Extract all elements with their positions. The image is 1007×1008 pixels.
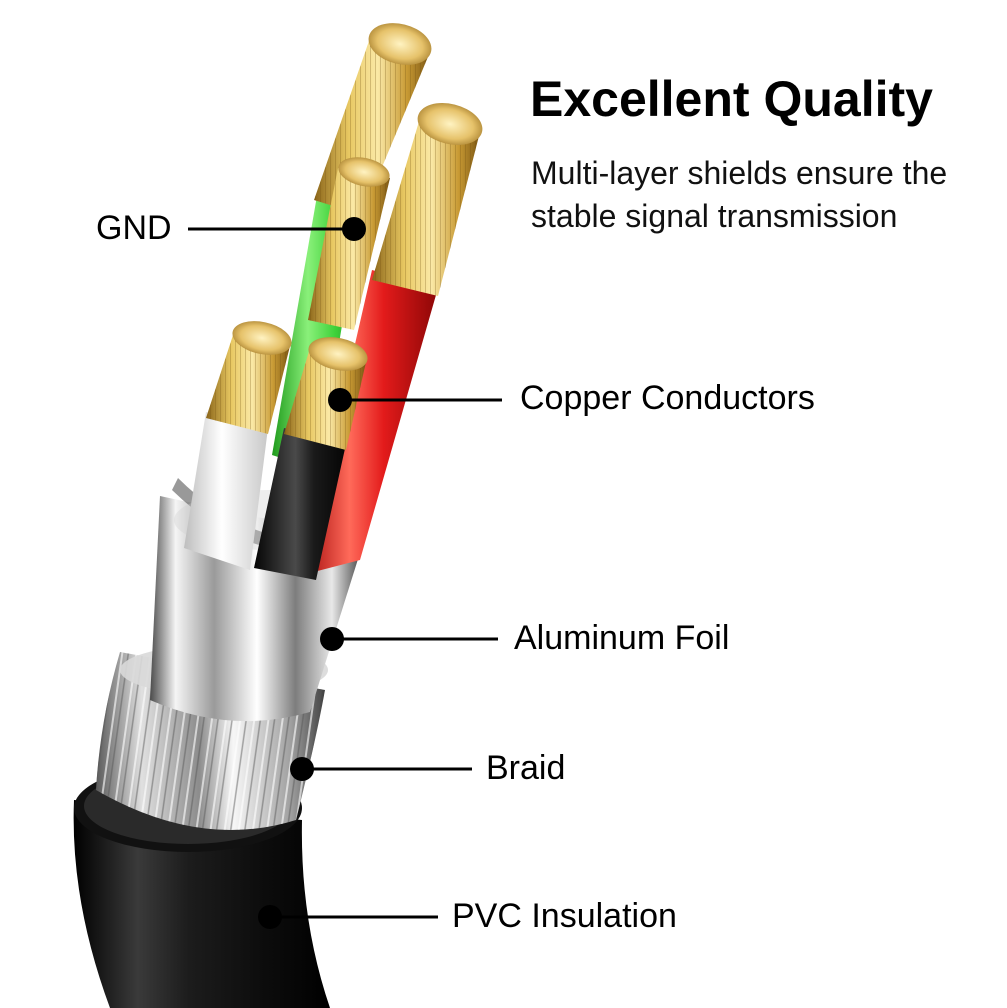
label-aluminum-foil: Aluminum Foil — [514, 619, 730, 657]
leader-dot-foil — [320, 627, 344, 651]
label-copper-conductors: Copper Conductors — [520, 379, 815, 417]
callout-leaders — [188, 217, 502, 929]
leader-dot-copper — [328, 388, 352, 412]
label-gnd: GND — [96, 209, 172, 247]
label-pvc-insulation: PVC Insulation — [452, 897, 677, 935]
wire-red — [302, 103, 483, 575]
subtitle-line-1: Multi-layer shields ensure the — [531, 155, 948, 191]
leader-dot-braid — [290, 757, 314, 781]
wire-black — [254, 337, 368, 580]
leader-dot-gnd — [342, 217, 366, 241]
leader-dot-pvc — [258, 905, 282, 929]
conductor-center — [308, 157, 390, 330]
headline: Excellent Quality — [530, 71, 933, 127]
label-braid: Braid — [486, 749, 566, 787]
wire-white — [184, 321, 292, 570]
subtitle-line-2: stable signal transmission — [531, 198, 898, 234]
